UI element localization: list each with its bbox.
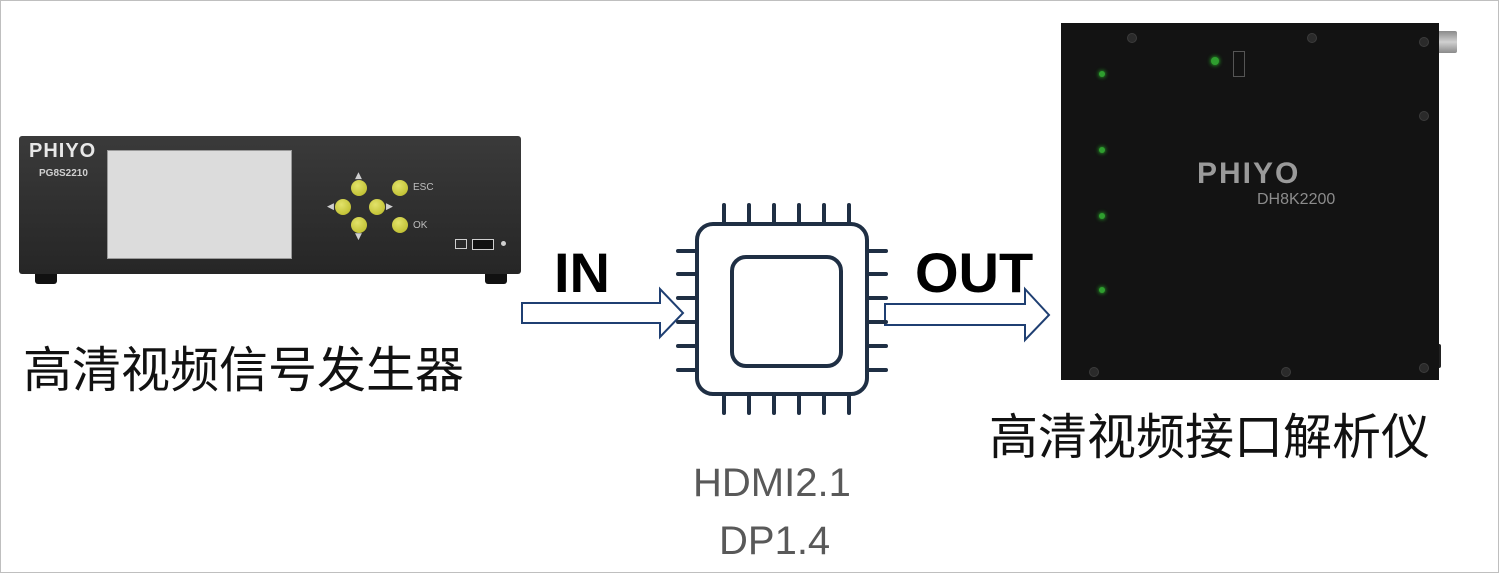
- screw-icon: [1089, 367, 1099, 377]
- generator-screen: [107, 150, 292, 259]
- down-triangle-icon: ▼: [355, 232, 362, 242]
- generator-ok-button: [392, 217, 408, 233]
- port-led-icon: [1099, 71, 1105, 77]
- interface-hdmi-label: HDMI2.1: [693, 461, 851, 505]
- left-triangle-icon: ◀: [327, 202, 334, 212]
- port-led-icon: [1099, 147, 1105, 153]
- in-label: IN: [554, 241, 610, 304]
- interface-dp-label: DP1.4: [719, 519, 831, 563]
- generator-brand: PHIYO: [29, 140, 97, 162]
- indicator-dot: [501, 241, 506, 246]
- chip-icon: [676, 203, 888, 415]
- up-triangle-icon: ▲: [355, 171, 362, 181]
- analyzer-knob: [1433, 31, 1457, 53]
- analyzer-caption: 高清视频接口解析仪: [989, 409, 1431, 466]
- generator-left-button: [335, 199, 351, 215]
- generator-caption: 高清视频信号发生器: [23, 342, 465, 399]
- in-arrow-icon: [521, 286, 685, 340]
- id-switch: [1233, 51, 1245, 77]
- out-label: OUT: [915, 241, 1034, 304]
- usb-port: [472, 239, 494, 250]
- screw-icon: [1419, 37, 1429, 47]
- analyzer-model: DH8K2200: [1257, 191, 1336, 208]
- generator-right-button: [369, 199, 385, 215]
- interface-analyzer-device: PHIYO DH8K2200: [1061, 23, 1439, 380]
- right-triangle-icon: ▶: [386, 202, 393, 212]
- screw-icon: [1419, 111, 1429, 121]
- analyzer-brand: PHIYO: [1197, 157, 1301, 190]
- generator-up-button: [351, 180, 367, 196]
- port-led-icon: [1099, 287, 1105, 293]
- signal-generator-device: PHIYO PG8S2210 ◀ ▲ ▼ ▶ ESC OK: [19, 136, 521, 274]
- generator-esc-button: [392, 180, 408, 196]
- screw-icon: [1127, 33, 1137, 43]
- screw-icon: [1419, 363, 1429, 373]
- screw-icon: [1307, 33, 1317, 43]
- port-led-icon: [1099, 213, 1105, 219]
- power-led-icon: [1211, 57, 1219, 65]
- ok-label: OK: [413, 220, 428, 231]
- usb-icon: [455, 239, 467, 249]
- esc-label: ESC: [413, 182, 434, 193]
- screw-icon: [1281, 367, 1291, 377]
- generator-model: PG8S2210: [39, 168, 88, 179]
- generator-down-button: [351, 217, 367, 233]
- out-arrow-icon: [884, 286, 1051, 343]
